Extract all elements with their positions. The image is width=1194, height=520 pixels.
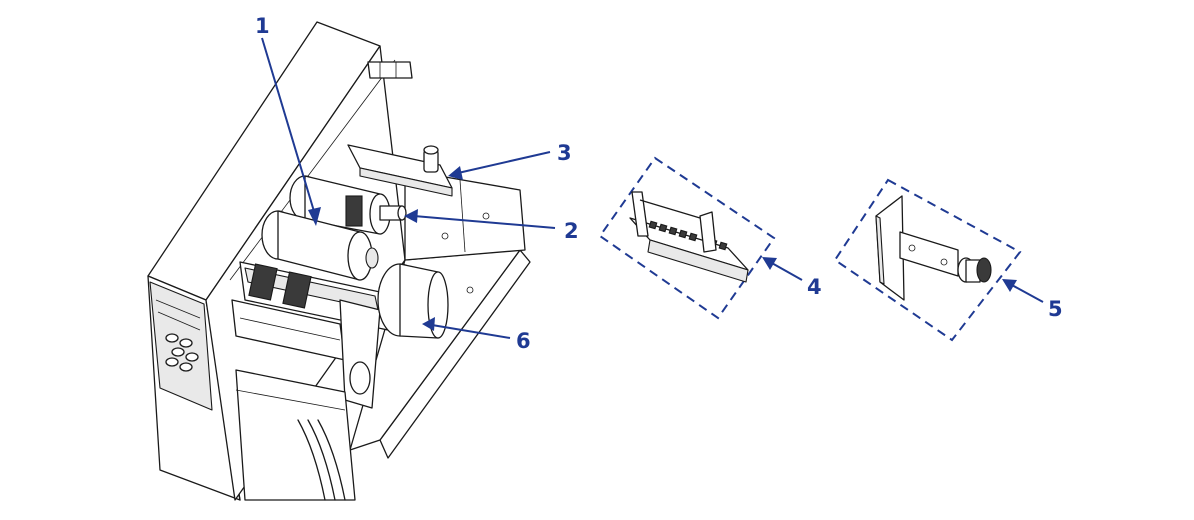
callout-5-label: 5 [1048,297,1063,321]
rewind-spindle-box [833,178,1022,342]
callout-5: 5 [1002,279,1063,321]
callout-1-label: 1 [255,14,270,38]
callout-6-label: 6 [516,329,531,353]
callout-2-label: 2 [564,219,579,243]
media-supply-hanger [377,263,449,339]
callout-3-label: 3 [557,141,572,165]
callout-4-label: 4 [807,275,822,299]
printer-illustration [147,21,531,501]
peel-assembly-box [598,156,776,320]
callout-1: 1 [255,14,321,226]
callout-6: 6 [422,317,531,353]
callout-2: 2 [404,209,579,243]
rewind-spindle [833,178,1022,342]
control-panel-buttons [165,333,199,372]
printhead-assembly [231,261,389,409]
peel-assembly [598,156,776,320]
front-door [235,369,356,501]
upper-guide [347,144,453,197]
ribbon-supply-spindle [261,210,379,281]
callout-4: 4 [762,257,822,299]
callout-3: 3 [448,141,572,180]
